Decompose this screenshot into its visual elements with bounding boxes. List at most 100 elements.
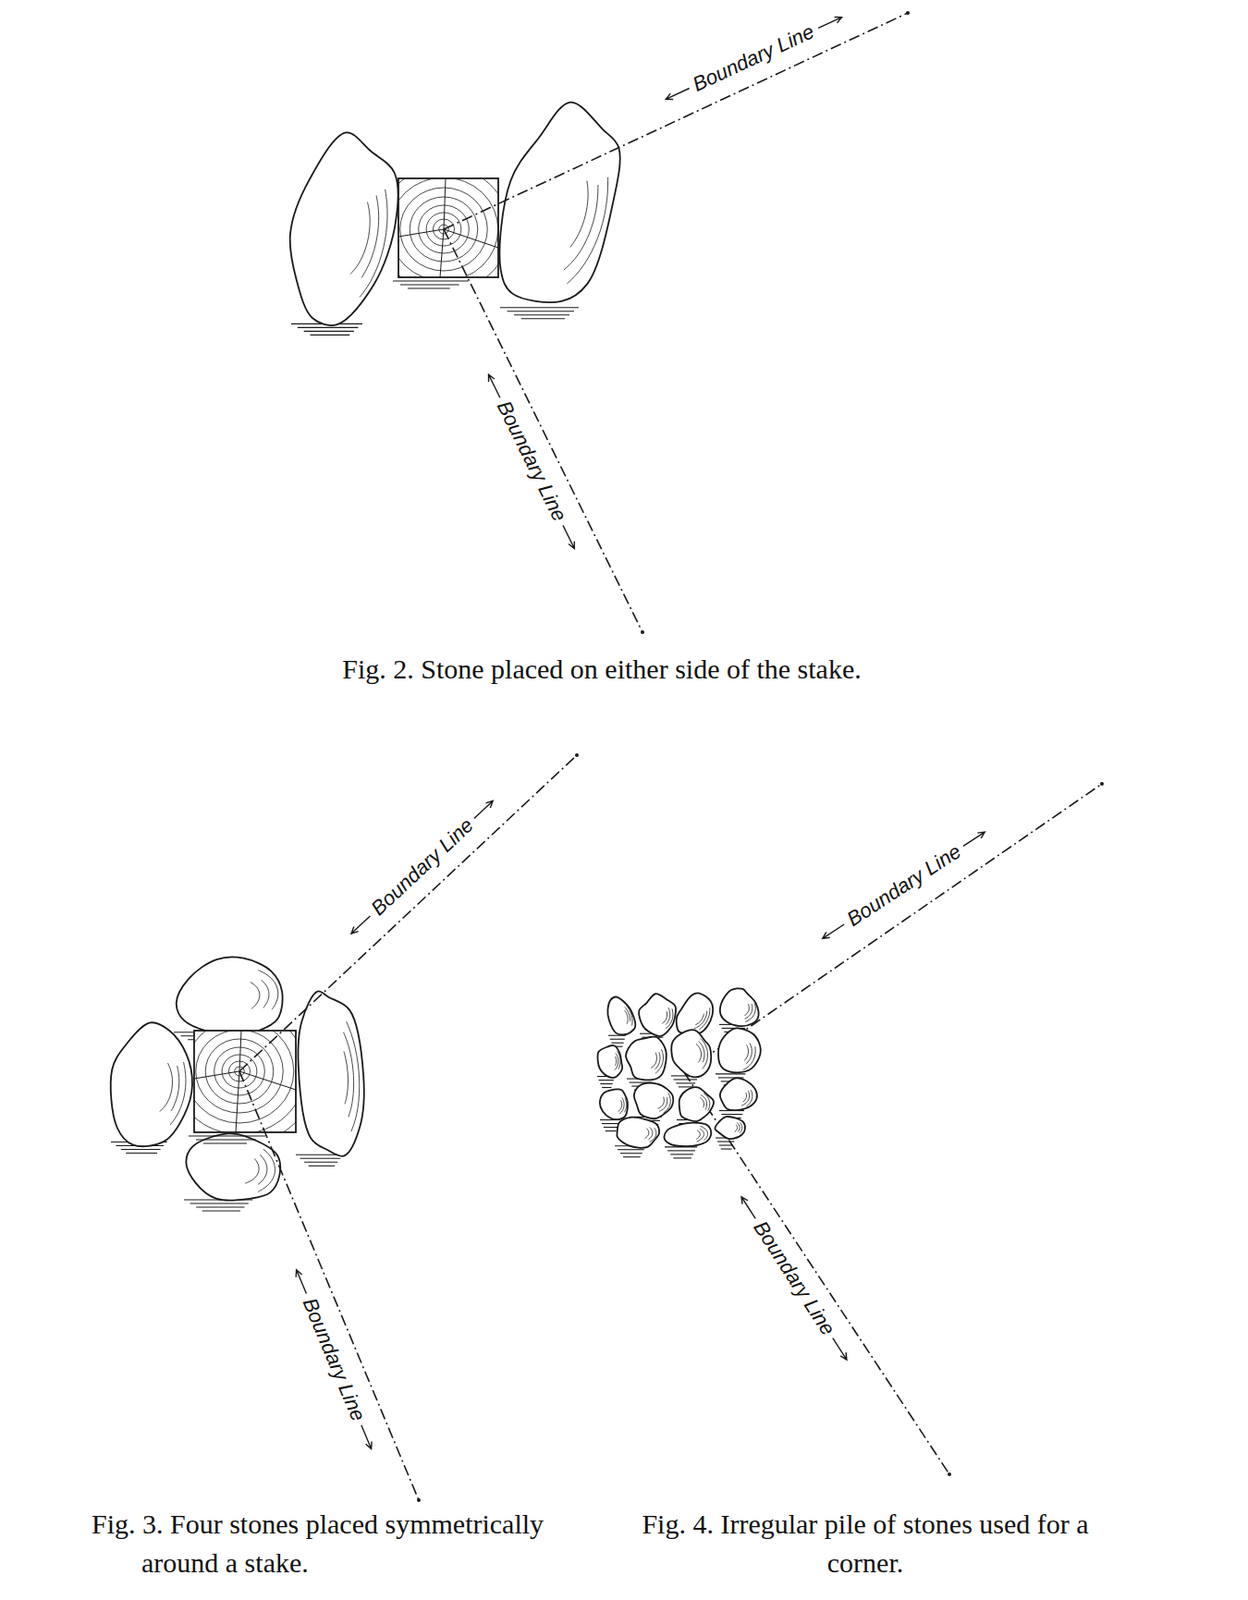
stone-texture — [743, 1046, 756, 1070]
ring — [194, 1030, 296, 1133]
check-crack — [443, 229, 499, 248]
ground-hatch — [617, 1149, 645, 1151]
boundary-line — [239, 755, 577, 1072]
ground-hatch — [675, 1082, 696, 1084]
stone-outline — [679, 1087, 714, 1122]
line-end-dot — [575, 753, 579, 758]
stone — [614, 1117, 660, 1158]
figure-3 — [110, 956, 365, 1212]
boundary-line — [443, 12, 908, 230]
ground-hatch — [500, 306, 579, 308]
boundary-line — [684, 783, 1102, 1073]
label-arrow — [832, 1338, 847, 1361]
stone-texture — [697, 1128, 705, 1142]
ground-hatch — [521, 318, 565, 319]
check-crack — [443, 178, 446, 230]
stone — [290, 132, 399, 335]
ground-hatch — [513, 314, 570, 316]
stone-texture — [624, 1098, 626, 1114]
check-crack — [235, 1071, 240, 1133]
line-end-dot — [1100, 782, 1104, 786]
ground-hatch — [507, 310, 575, 312]
ground-hatch — [611, 1042, 624, 1044]
stone-texture — [694, 1011, 708, 1029]
stone-outline — [720, 1077, 758, 1111]
label-arrow — [361, 1425, 372, 1450]
ground-hatch — [304, 1162, 338, 1163]
ground-hatch — [610, 1039, 625, 1040]
figure-2 — [290, 102, 621, 336]
ground-hatch — [601, 1123, 619, 1125]
stone — [183, 1133, 281, 1212]
stone-outline — [607, 996, 636, 1035]
ground-hatch — [721, 1113, 743, 1115]
figure-caption: Fig. 2. Stone placed on either side of t… — [139, 649, 1065, 689]
ring — [194, 1030, 296, 1133]
stone-outline — [499, 102, 620, 304]
stone-texture — [746, 1043, 753, 1065]
label-arrow — [295, 1270, 306, 1295]
stone — [607, 996, 636, 1047]
stone-outline — [664, 1123, 712, 1147]
stone-texture — [698, 1007, 710, 1030]
stone-texture — [361, 195, 379, 279]
check-crack — [440, 229, 444, 278]
stone-texture — [745, 1003, 753, 1019]
stone — [719, 1077, 758, 1122]
stone-texture — [734, 1125, 738, 1133]
ground-hatch — [673, 1078, 698, 1080]
ground-hatch — [188, 1135, 266, 1137]
line-end-dot — [416, 1498, 421, 1503]
ground-hatch — [601, 1087, 612, 1089]
growth-rings — [194, 1030, 296, 1133]
ground-hatch — [400, 283, 460, 285]
stone-outline — [625, 1036, 667, 1080]
check-crack — [239, 1071, 296, 1090]
ground-hatch — [195, 1206, 245, 1208]
stone-texture — [698, 1040, 706, 1063]
stone-outline — [185, 1133, 281, 1200]
stone-texture — [257, 1154, 268, 1185]
stone-outline — [718, 1027, 761, 1073]
stone-outline — [290, 132, 399, 326]
stone-outline — [638, 993, 676, 1037]
check-crack — [239, 1030, 242, 1072]
ground-hatch — [300, 1158, 342, 1160]
stone-texture — [250, 982, 260, 1010]
ground-hatch — [202, 1210, 241, 1212]
ground-hatch — [721, 1148, 733, 1150]
ground-hatch — [203, 1142, 247, 1144]
stone — [715, 1027, 761, 1086]
ground-hatch — [195, 1138, 257, 1140]
stone-outline — [297, 991, 364, 1156]
boundary-label: Boundary Line — [491, 397, 572, 527]
ground-hatch — [190, 1202, 249, 1204]
stone-texture — [624, 1010, 628, 1025]
stone-texture — [744, 1003, 749, 1016]
line-end-dot — [947, 1472, 952, 1477]
boundary-line — [239, 1071, 419, 1501]
ground-hatch — [719, 1144, 734, 1146]
ground-hatch — [715, 1073, 746, 1075]
label-arrow — [822, 924, 845, 939]
stone-texture — [745, 1003, 756, 1023]
stone-outline — [676, 992, 714, 1034]
stone-texture — [257, 969, 279, 1010]
label-arrow — [963, 832, 985, 846]
stone-texture — [614, 1052, 619, 1070]
stone — [110, 1022, 193, 1153]
stone-outline — [110, 1022, 193, 1147]
ground-hatch — [121, 1149, 161, 1151]
stone — [597, 1045, 623, 1089]
stone-outline — [720, 988, 759, 1027]
stone-texture — [350, 202, 370, 275]
figure-caption: Fig. 4. Irregular pile of stones used fo… — [606, 1504, 1125, 1583]
stone — [714, 1116, 746, 1150]
label-arrow — [818, 17, 842, 29]
figure-4 — [597, 988, 761, 1159]
stone-texture — [696, 1043, 701, 1063]
stone-texture — [170, 1062, 186, 1126]
stone-texture — [650, 1052, 658, 1069]
